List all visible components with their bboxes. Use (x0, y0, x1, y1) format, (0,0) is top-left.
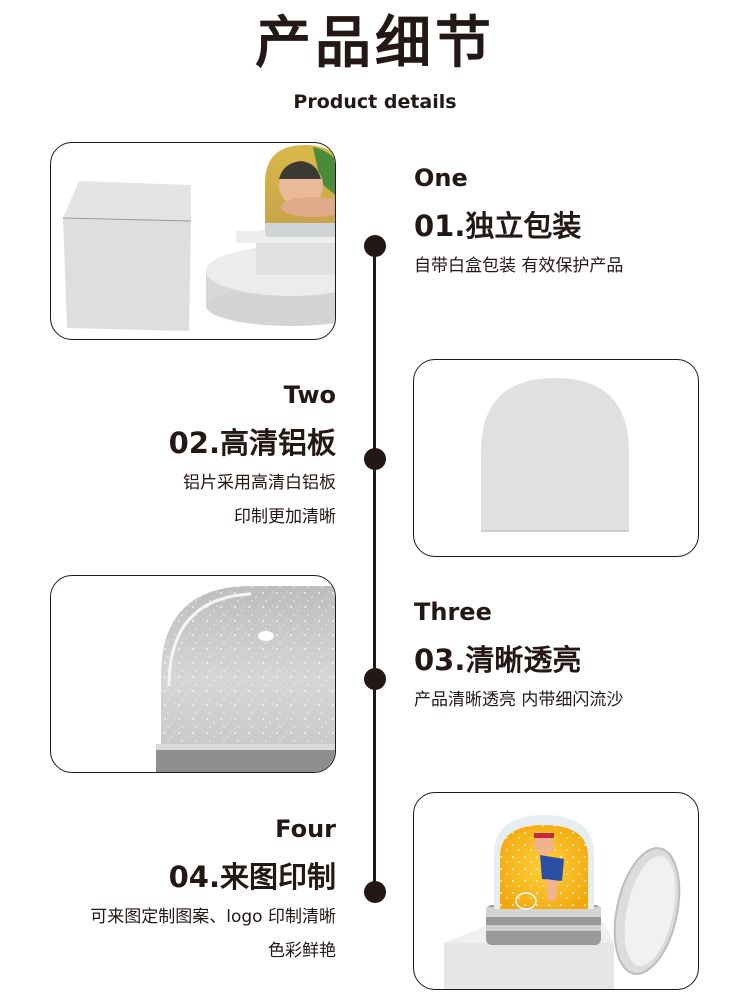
glitter-dome-image (156, 586, 335, 772)
white-box-snow-globe-image (62, 145, 335, 331)
section-3-label: Three (414, 598, 492, 626)
page-subtitle: Product details (293, 91, 457, 113)
section-3-text: Three 03.清晰透亮 产品清晰透亮 内带细闪流沙 (414, 597, 623, 717)
section-4-text: Four 04.来图印制 可来图定制图案、logo 印制清晰 色彩鲜艳 (90, 814, 336, 968)
section-3-heading: 03.清晰透亮 (414, 643, 582, 677)
section-2-desc-line-2: 印制更加清晰 (234, 507, 336, 527)
aluminum-plate-image (481, 378, 629, 532)
section-2-desc-line-1: 铝片采用高清白铝板 (183, 473, 336, 493)
timeline-dot-1 (364, 235, 386, 257)
section-2-label: Two (283, 381, 336, 409)
custom-snow-globe-image (444, 815, 681, 989)
timeline-line (373, 246, 376, 892)
section-3-desc-line-1: 产品清晰透亮 内带细闪流沙 (414, 690, 624, 710)
section-4-desc-line-1: 可来图定制图案、logo 印制清晰 (90, 907, 336, 927)
section-3-image-card (50, 575, 336, 773)
section-1-desc-line-1: 自带白盒包装 有效保护产品 (414, 256, 624, 276)
section-4-heading: 04.来图印制 (168, 860, 336, 894)
timeline-dot-3 (364, 668, 386, 690)
section-4-image-card (413, 792, 699, 990)
timeline-dot-2 (364, 448, 386, 470)
section-4-desc-line-2: 色彩鲜艳 (268, 941, 336, 961)
section-2-text: Two 02.高清铝板 铝片采用高清白铝板 印制更加清晰 (169, 380, 336, 534)
page-title: 产品细节 (255, 11, 495, 76)
section-1-text: One 01.独立包装 自带白盒包装 有效保护产品 (414, 163, 623, 283)
section-4-label: Four (275, 815, 336, 843)
section-1-label: One (414, 164, 468, 192)
section-2-image-card (413, 359, 699, 557)
section-1-heading: 01.独立包装 (414, 209, 582, 243)
section-1-image-card (50, 142, 336, 340)
timeline-dot-4 (364, 881, 386, 903)
section-2-heading: 02.高清铝板 (168, 426, 336, 460)
